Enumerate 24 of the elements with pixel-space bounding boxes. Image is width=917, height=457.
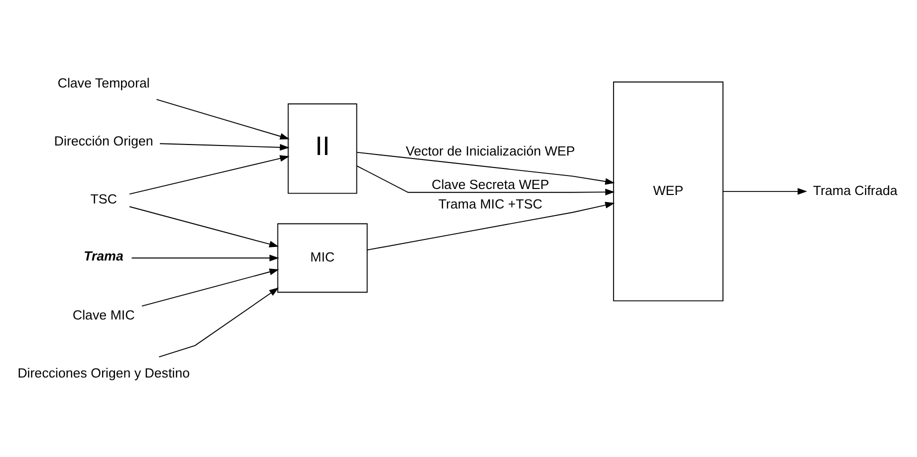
- node-text: Clave Temporal: [58, 74, 150, 90]
- arrow: [156, 98, 290, 140]
- arrow: [131, 254, 280, 261]
- arrow: [141, 268, 279, 306]
- node-text: Direcciones Origen y Destino: [18, 365, 190, 380]
- node-text: Dirección Origen: [54, 132, 154, 148]
- arrow: [366, 201, 615, 250]
- arrow: [722, 188, 808, 194]
- arrow: [129, 154, 290, 194]
- node-text: TSC: [90, 191, 117, 206]
- edge-label: Vector de Inicialización WEP: [406, 142, 575, 158]
- edge-label: Trama MIC +TSC: [438, 196, 542, 212]
- edge-label: Clave Secreta WEP: [432, 176, 550, 192]
- arrow: [356, 164, 615, 195]
- arrow: [129, 206, 279, 247]
- node-text: Clave MIC: [72, 307, 135, 322]
- node-box: MIC: [277, 222, 368, 292]
- arrow: [356, 151, 615, 184]
- node-text: Trama Cifrada: [812, 182, 898, 198]
- arrow: [158, 287, 279, 357]
- node-text: Trama: [84, 248, 124, 264]
- arrow: [159, 142, 290, 150]
- node-box: WEP: [613, 81, 724, 301]
- node-box: II: [288, 102, 358, 194]
